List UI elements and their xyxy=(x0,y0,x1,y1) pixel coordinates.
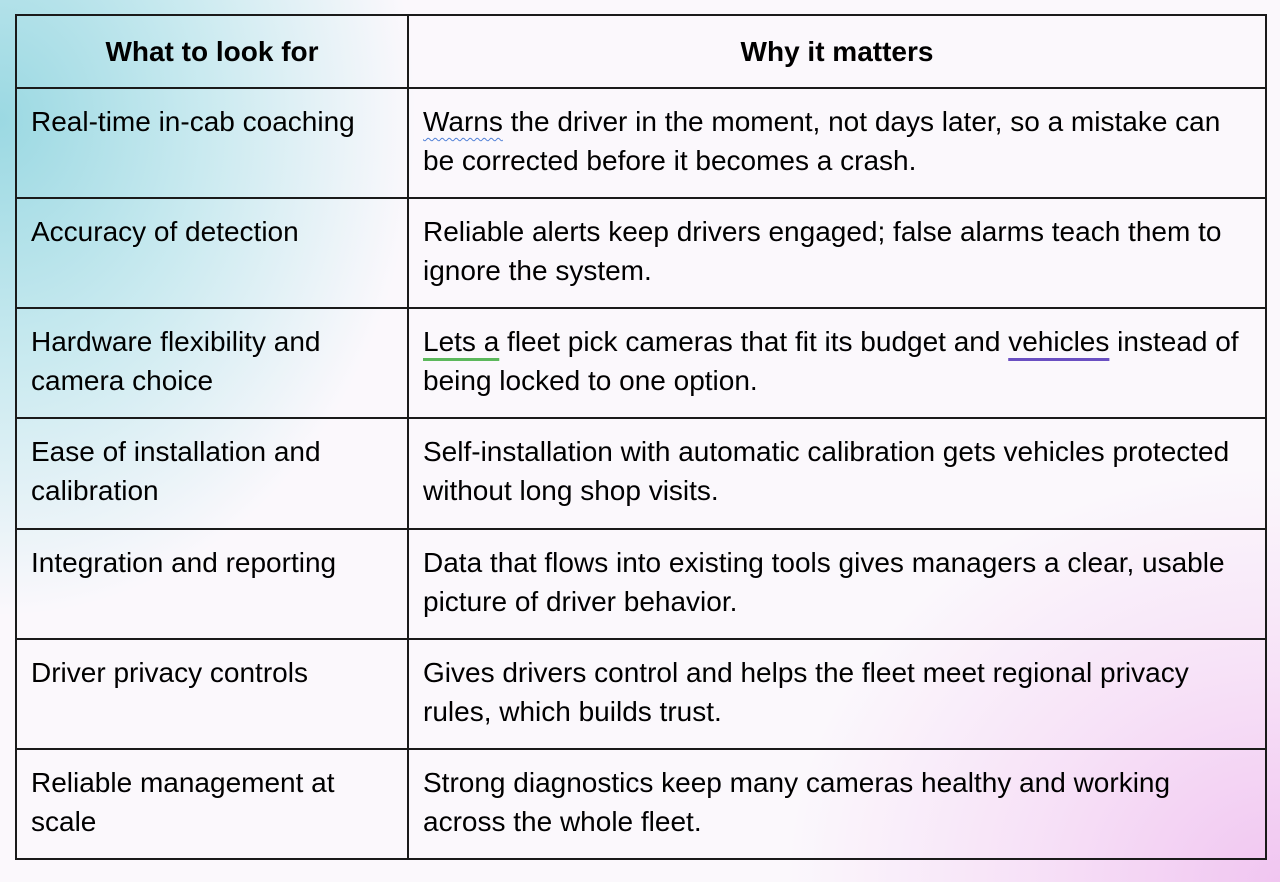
feature-cell[interactable]: Hardware flexibility and camera choice xyxy=(15,307,409,420)
why-text: the driver in the moment, not days later… xyxy=(423,106,1221,176)
table-row: Reliable management at scale Strong diag… xyxy=(15,747,1267,861)
table-row: Ease of installation and calibration Sel… xyxy=(15,417,1267,530)
feature-cell[interactable]: Ease of installation and calibration xyxy=(15,417,409,530)
header-why-it-matters: Why it matters xyxy=(407,14,1267,89)
table-row: Driver privacy controls Gives drivers co… xyxy=(15,637,1267,750)
feature-cell[interactable]: Integration and reporting xyxy=(15,527,409,640)
grammar-flagged-phrase[interactable]: Lets a xyxy=(423,326,500,358)
why-text: fleet pick cameras that fit its budget a… xyxy=(499,326,1009,358)
header-what-to-look-for: What to look for xyxy=(15,14,409,89)
why-cell[interactable]: Reliable alerts keep drivers engaged; fa… xyxy=(407,197,1267,310)
table-row: Real-time in-cab coaching Warns the driv… xyxy=(15,86,1267,200)
why-text: instead of being locked to one option. xyxy=(423,326,1239,397)
feature-cell[interactable]: Real-time in-cab coaching xyxy=(15,86,409,200)
table-row: Accuracy of detection Reliable alerts ke… xyxy=(15,197,1267,310)
comparison-table-container: What to look for Why it matters Real-tim… xyxy=(15,14,1267,861)
feature-cell[interactable]: Driver privacy controls xyxy=(15,637,409,750)
style-flagged-word[interactable]: vehicles xyxy=(1008,326,1110,358)
why-cell[interactable]: Strong diagnostics keep many cameras hea… xyxy=(407,747,1267,861)
comparison-table: What to look for Why it matters Real-tim… xyxy=(15,14,1267,861)
table-row: Hardware flexibility and camera choice L… xyxy=(15,307,1267,420)
table-header-row: What to look for Why it matters xyxy=(15,14,1267,89)
spellcheck-flagged-word[interactable]: Warns xyxy=(423,106,503,137)
why-cell[interactable]: Gives drivers control and helps the flee… xyxy=(407,637,1267,750)
feature-cell[interactable]: Accuracy of detection xyxy=(15,197,409,310)
why-cell[interactable]: Data that flows into existing tools give… xyxy=(407,527,1267,640)
why-cell[interactable]: Warns the driver in the moment, not days… xyxy=(407,86,1267,200)
table-row: Integration and reporting Data that flow… xyxy=(15,527,1267,640)
why-cell[interactable]: Lets a fleet pick cameras that fit its b… xyxy=(407,307,1267,420)
feature-cell[interactable]: Reliable management at scale xyxy=(15,747,409,861)
why-cell[interactable]: Self-installation with automatic calibra… xyxy=(407,417,1267,530)
